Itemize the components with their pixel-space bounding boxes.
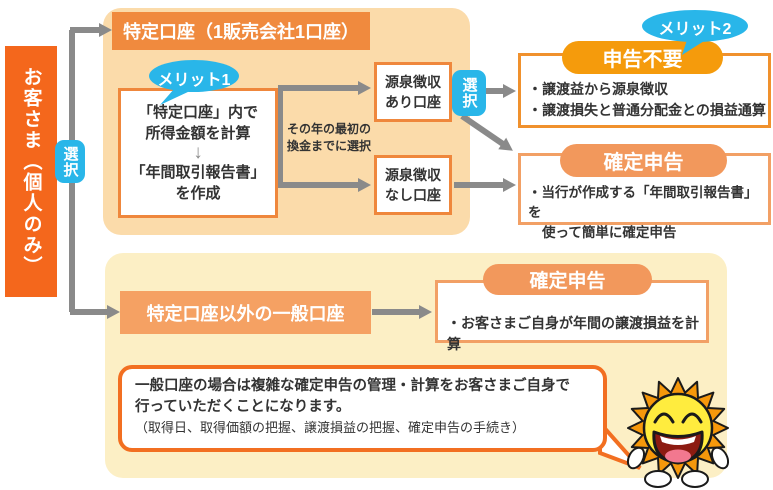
easy-filing-line: ・当行が作成する「年間取引報告書」を (528, 185, 758, 220)
select-tag-left-label: 選択 (61, 145, 79, 178)
speech-line: 行っていただくことになります。 (135, 399, 351, 415)
process-line: 所得金額を計算 (145, 125, 251, 142)
withholding-yes-line: 源泉徴収 (385, 74, 441, 90)
speech-line: （取得日、取得価額の把握、譲渡損益の把握、確定申告の手続き） (135, 420, 526, 435)
process-line: 「特定口座」内で (137, 104, 258, 121)
customer-rail: お客さま（個人のみ） (5, 46, 57, 297)
down-arrow-icon: ↓ (193, 142, 203, 163)
select-tag-right: 選択 (452, 70, 486, 116)
speech-bubble: 一般口座の場合は複雑な確定申告の管理・計算をお客さまご自身で 行っていただくこと… (118, 365, 607, 452)
select-tag-right-label: 選択 (460, 77, 478, 109)
specified-account-header: 特定口座（1販売会社1口座） (112, 12, 370, 50)
sun-mascot-icon (626, 377, 730, 488)
process-line: 「年間取引報告書」 (130, 164, 266, 181)
easy-filing-title: 確定申告 (560, 144, 727, 177)
timing-note: その年の最初の 換金までに選択 (287, 121, 381, 155)
timing-note-line: その年の最初の (287, 122, 372, 136)
general-account-header: 特定口座以外の一般口座 (120, 291, 371, 334)
no-filing-item: ・譲渡損失と普通分配金との損益通算 (528, 102, 766, 118)
merit1-bubble-icon (149, 60, 239, 105)
no-filing-box: ・譲渡益から源泉徴収 ・譲渡損失と普通分配金との損益通算 (518, 53, 771, 128)
no-filing-title: 申告不要 (562, 41, 723, 74)
merit2-bubble-icon (642, 10, 748, 55)
withholding-yes-box: 源泉徴収 あり口座 (374, 62, 452, 122)
select-tag-left: 選択 (55, 140, 85, 183)
process-line: を作成 (175, 185, 221, 202)
merit1-label: メリット1 (157, 72, 231, 89)
no-filing-item: ・譲渡益から源泉徴収 (528, 81, 668, 97)
self-filing-title: 確定申告 (483, 264, 652, 295)
self-filing-line: ・お客さまご自身が年間の譲渡損益を計算 (447, 315, 699, 352)
withholding-no-line: 源泉徴収 (385, 167, 441, 183)
withholding-no-line: なし口座 (385, 187, 441, 203)
easy-filing-line: 使って簡単に確定申告 (542, 225, 677, 240)
speech-line: 一般口座の場合は複雑な確定申告の管理・計算をお客さまご自身で (135, 378, 570, 394)
self-filing-box: ・お客さまご自身が年間の譲渡損益を計算 (435, 280, 709, 352)
timing-note-line: 換金までに選択 (287, 139, 372, 153)
withholding-no-box: 源泉徴収 なし口座 (374, 155, 452, 215)
withholding-yes-line: あり口座 (385, 94, 441, 110)
merit2-label: メリット2 (658, 21, 732, 38)
customer-rail-label: お客さま（個人のみ） (20, 66, 42, 277)
